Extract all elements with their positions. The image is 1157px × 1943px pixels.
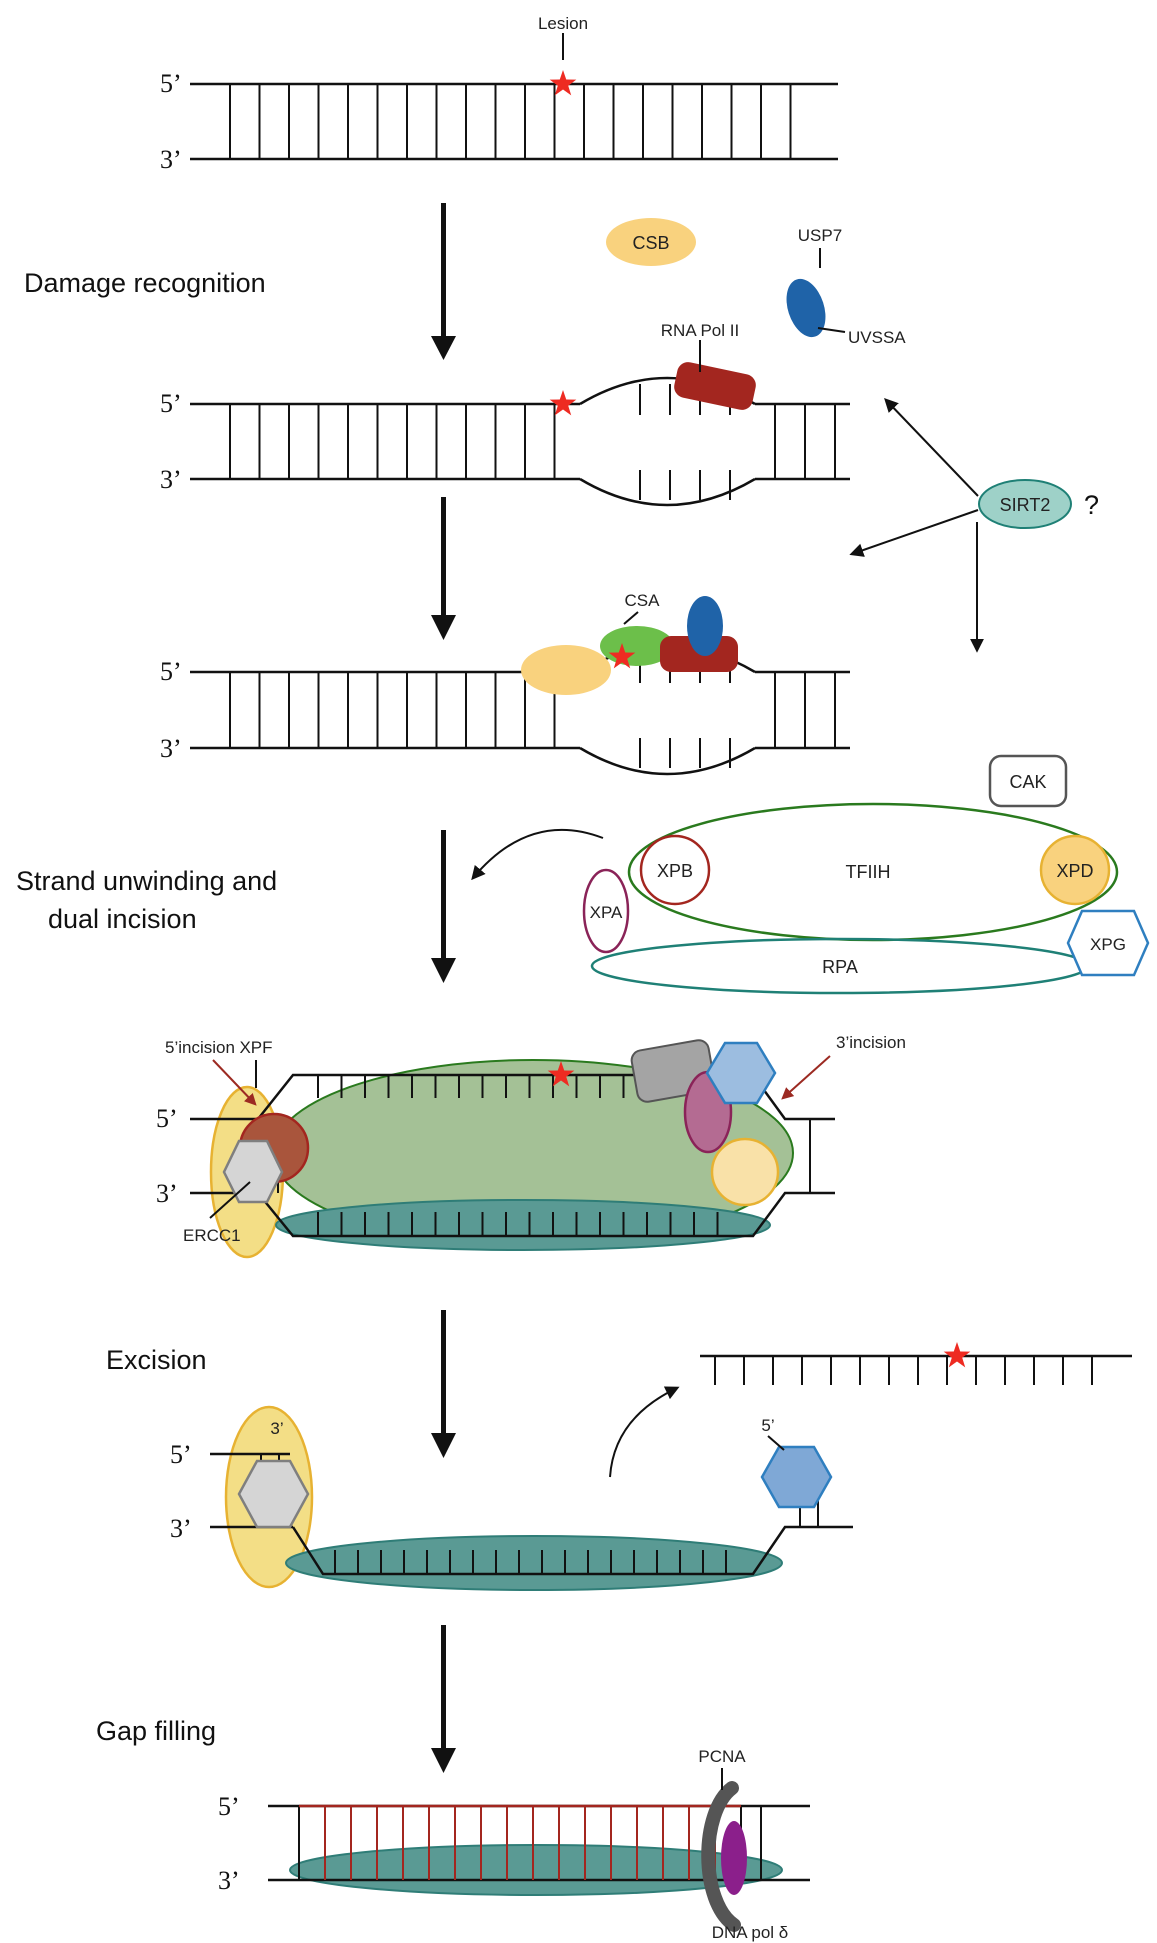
strand-end-5-6: 5’: [218, 1792, 240, 1821]
sirt2-label: SIRT2: [1000, 495, 1051, 515]
stage-label-strand-unwinding-2: dual incision: [48, 904, 197, 934]
excised-three-label: 3’: [270, 1419, 283, 1438]
five-incision-label: 5’incision: [165, 1038, 235, 1057]
strand-end-3-2: 3’: [160, 465, 182, 494]
strand-end-5-2: 5’: [160, 389, 182, 418]
csb-label: CSB: [632, 233, 669, 253]
dna-bubble-2: [190, 376, 850, 507]
csa-label: CSA: [625, 591, 661, 610]
excised-five-label: 5’: [761, 1416, 774, 1435]
strand-end-5-4: 5’: [156, 1104, 178, 1133]
ercc1-protein: [222, 1139, 284, 1204]
xpb-label: XPB: [657, 861, 693, 881]
dna-pol-delta-label: DNA pol δ: [712, 1923, 789, 1942]
stage-label-excision: Excision: [106, 1345, 207, 1375]
xpg-protein: [1066, 909, 1150, 977]
strand-end-3-4: 3’: [156, 1179, 178, 1208]
xpa-label: XPA: [590, 903, 623, 922]
csb-protein: [606, 218, 696, 266]
pcna-label: PCNA: [698, 1747, 746, 1766]
dna-pol-delta-protein: [721, 1821, 747, 1895]
five-incision-arrow: [212, 1059, 257, 1106]
strand-end-5-1: 5’: [160, 69, 182, 98]
lesion-star-icon: [549, 390, 577, 416]
strand-end-3-5: 3’: [170, 1514, 192, 1543]
uvssa-label: UVSSA: [848, 328, 906, 347]
tfiih-recruit-arrow: [471, 828, 604, 881]
usp7-label: USP7: [798, 226, 842, 245]
xpg-bound-protein: [705, 1041, 777, 1105]
strand-end-3-1: 3’: [160, 145, 182, 174]
strand-end-5-5: 5’: [170, 1440, 192, 1469]
cak-label: CAK: [1009, 772, 1046, 792]
three-incision-label: 3’incision: [836, 1033, 906, 1052]
main-flow-arrows: [431, 203, 456, 1773]
sirt2-question-mark: ?: [1084, 490, 1099, 520]
xpd-label: XPD: [1056, 861, 1093, 881]
strand-end-3-3: 3’: [160, 734, 182, 763]
csb-bound-protein: [521, 645, 611, 695]
strand-end-3-6: 3’: [218, 1866, 240, 1895]
gapped-duplex: [210, 1405, 853, 1591]
tfiih-label: TFIIH: [846, 862, 891, 882]
xpd-bound-protein: [710, 1137, 780, 1207]
excision-arrow: [609, 1386, 680, 1478]
lesion-star-icon: [943, 1342, 971, 1368]
dna-bubble-3: [190, 644, 850, 776]
rpa-label: RPA: [822, 957, 858, 977]
xpa-protein: [582, 868, 630, 954]
three-incision-arrow: [781, 1055, 831, 1100]
stage-label-damage-recognition: Damage recognition: [24, 268, 266, 298]
rna-pol-ii-label: RNA Pol II: [661, 321, 739, 340]
xpb-protein: [639, 834, 711, 906]
ercc1-label: ERCC1: [183, 1226, 241, 1245]
lesion-star-icon: [549, 70, 577, 96]
lesion-label: Lesion: [538, 14, 588, 33]
rna-pol-ii-protein: [674, 362, 756, 410]
cak-protein: [988, 754, 1068, 808]
lesion-star-icon: [547, 1061, 575, 1087]
pcna-clamp: [701, 1781, 741, 1932]
dna-duplex-1: [190, 82, 838, 161]
repaired-duplex: [268, 1804, 810, 1896]
sirt2-protein: [978, 479, 1072, 529]
lesion-star-icon: [608, 643, 636, 669]
strand-end-5-3: 5’: [160, 657, 182, 686]
stage-label-strand-unwinding-1: Strand unwinding and: [16, 866, 277, 896]
excised-oligo: [700, 1354, 1132, 1385]
xpf-label: XPF: [239, 1038, 272, 1057]
xpd-protein: [1039, 834, 1111, 906]
uvssa-bound-protein: [687, 596, 723, 656]
stage-label-gap-filling: Gap filling: [96, 1716, 216, 1746]
ercc1-xpf-bound-protein: [237, 1459, 310, 1529]
xpg-excision-protein: [760, 1445, 833, 1509]
sirt2-arrows: [849, 397, 984, 653]
pre-incision-complex: [190, 1059, 835, 1259]
uvssa-protein: [786, 278, 826, 338]
xpg-label: XPG: [1090, 935, 1126, 954]
